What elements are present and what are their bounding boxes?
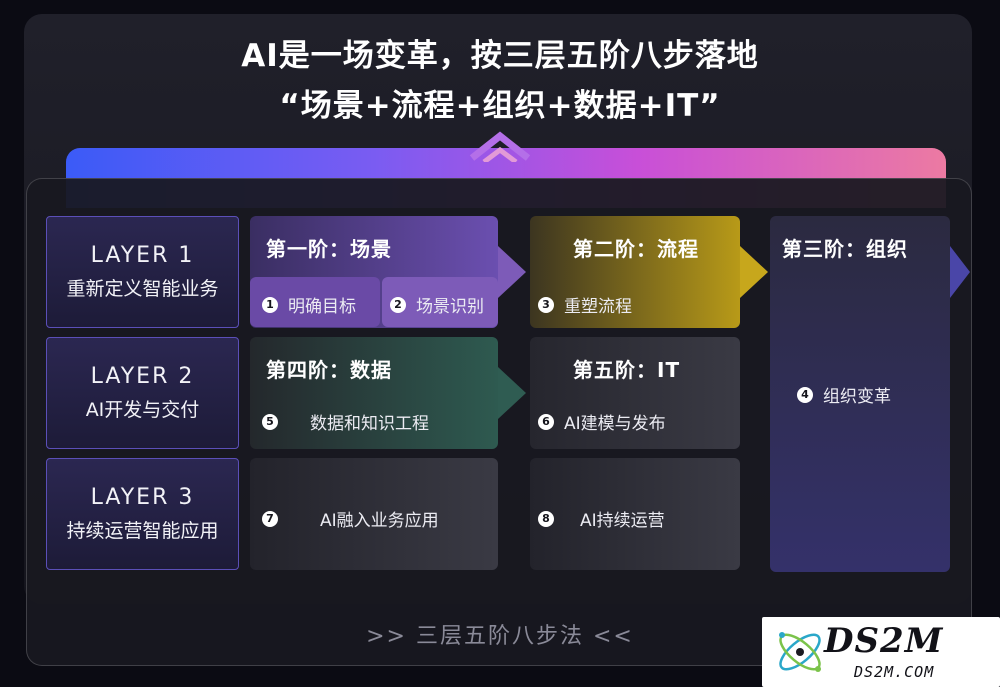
layer-1-name: 重新定义智能业务 xyxy=(66,278,219,300)
page-subtitle: “场景+流程+组织+数据+IT” xyxy=(279,88,721,124)
step-1-number: 1 xyxy=(262,296,278,313)
layer-3-code: LAYER 3 xyxy=(90,485,195,510)
step-7-label: AI融入业务应用 xyxy=(320,511,439,531)
logo-subtext: DS2M.COM xyxy=(854,663,935,681)
logo-text: DS2M xyxy=(824,621,944,661)
stage-3-title: 第三阶：组织 xyxy=(782,237,908,261)
stage-5-title: 第五阶：IT xyxy=(573,358,681,382)
step-2-number: 2 xyxy=(390,296,406,313)
stage-4-title: 第四阶：数据 xyxy=(266,358,392,382)
arrow-right-icon xyxy=(498,246,526,298)
footer-caption: >> 三层五阶八步法 << xyxy=(366,624,634,649)
layer-3-name: 持续运营智能应用 xyxy=(66,520,219,542)
atom-icon xyxy=(779,632,821,672)
chevron-up-icon xyxy=(469,131,531,162)
step-6: 6 AI建模与发布 xyxy=(538,409,666,434)
layer-3-box: LAYER 3 持续运营智能应用 xyxy=(46,458,239,570)
page-title: AI是一场变革，按三层五阶八步落地 xyxy=(241,38,759,74)
layer-2-box: LAYER 2 AI开发与交付 xyxy=(46,337,239,449)
step-6-number: 6 xyxy=(538,413,554,430)
layer-2-name: AI开发与交付 xyxy=(85,399,200,421)
step-3: 3 重塑流程 xyxy=(538,292,632,317)
watermark-logo: DS2M DS2M.COM xyxy=(762,617,1000,687)
arrow-right-icon xyxy=(498,367,526,419)
arrow-right-icon xyxy=(740,246,768,298)
step-8-cell xyxy=(530,458,740,570)
step-7: 7 AI融入业务应用 xyxy=(262,506,439,531)
arrow-right-icon xyxy=(950,246,970,298)
step-6-label: AI建模与发布 xyxy=(564,414,666,434)
layer-1-box: LAYER 1 重新定义智能业务 xyxy=(46,216,239,328)
step-5-number: 5 xyxy=(262,413,278,430)
step-7-cell xyxy=(250,458,498,570)
step-4: 4 组织变革 xyxy=(797,382,891,407)
step-1-label: 明确目标 xyxy=(288,297,356,317)
step-3-number: 3 xyxy=(538,296,554,313)
step-4-label: 组织变革 xyxy=(823,387,891,407)
step-8-number: 8 xyxy=(538,510,554,527)
layer-2-code: LAYER 2 xyxy=(90,364,195,389)
step-4-number: 4 xyxy=(797,386,813,403)
stage-2-title: 第二阶：流程 xyxy=(573,237,699,261)
step-2-label: 场景识别 xyxy=(416,297,484,317)
stage-2-process-cell xyxy=(530,216,740,328)
step-3-label: 重塑流程 xyxy=(564,297,632,317)
stage-5-it-cell xyxy=(530,337,740,449)
step-8: 8 AI持续运营 xyxy=(538,506,665,531)
stage-1-title: 第一阶：场景 xyxy=(266,237,392,261)
step-1: 1 明确目标 xyxy=(262,292,356,317)
layer-1-code: LAYER 1 xyxy=(90,243,195,268)
step-8-label: AI持续运营 xyxy=(580,511,665,531)
step-5: 5 数据和知识工程 xyxy=(262,409,429,434)
step-7-number: 7 xyxy=(262,510,278,527)
step-2: 2 场景识别 xyxy=(390,292,484,317)
step-5-label: 数据和知识工程 xyxy=(310,414,429,434)
stage-4-data-cell xyxy=(250,337,498,449)
